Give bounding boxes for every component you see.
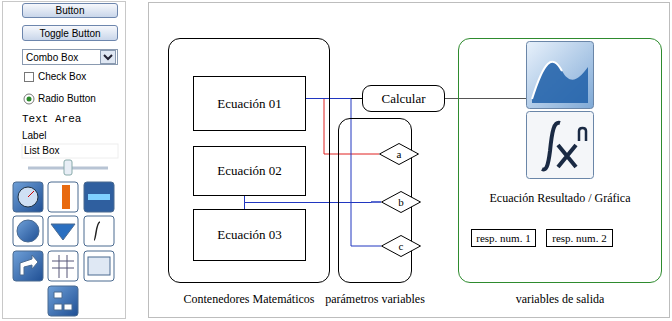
button-widget: Button [22,3,118,18]
container-group: Contenedores MatemáticosEcuación 01Ecuac… [168,38,330,283]
radio-dot [27,97,32,102]
output-group: variables de salidaEcuación Resultado / … [458,38,662,283]
checkbox-square [25,73,34,82]
radio-ring [24,94,34,104]
component-icons [13,182,114,316]
diamond-shape [382,192,421,213]
toggle-button-widget: Toggle Button [22,25,118,41]
node-label: Button [56,5,85,16]
calculate-button: Calcular [362,85,445,112]
combo-box-widget: Combo Box [22,49,118,65]
result-icons-art [526,41,594,179]
node-label: Combo Box [26,52,78,63]
result-graph-icons: Ecuación Resultado / Gráfica [526,41,594,179]
exponent-glyph [579,128,586,141]
widget-label: Text Area [22,113,81,125]
canvas-frame [149,3,670,318]
node-label: c [399,240,404,252]
parameter-diamond: c [381,235,421,257]
node-label: Toggle Button [39,28,100,39]
equation-box: Ecuación 03 [193,209,306,261]
list-box-field [22,144,118,158]
dropdown-arrow [100,50,116,64]
connector-line [245,196,382,203]
node-label: Ecuación 01 [217,96,282,112]
widget-label: Check Box [38,71,86,82]
node-label: Ecuación 02 [217,163,282,179]
slider-thumb [64,160,72,175]
numeric-output-box: resp. num. 1 [471,229,536,247]
parameter-diamond: b [381,191,421,213]
group-caption: Contenedores Matemáticos [184,292,315,307]
node-label: resp. num. 2 [552,232,606,244]
x-glyph [558,145,576,167]
widget-label: List Box [24,145,60,156]
diamond-shape [382,236,421,257]
palette-frame [3,2,126,319]
numeric-output-box: resp. num. 2 [546,229,613,247]
equation-box: Ecuación 02 [193,146,306,196]
equation-icon [527,112,594,179]
group-caption: parámetros variables [325,292,425,307]
widget-label: Radio Button [38,93,96,104]
graph-surface [532,62,588,103]
node-label: Ecuación 03 [217,227,282,243]
node-label: resp. num. 1 [476,232,530,244]
widget-label: Label [22,130,46,141]
node-label: Calcular [381,91,425,107]
equation-box: Ecuación 01 [193,76,306,131]
node-label: a [397,148,402,160]
group-caption: variables de salida [516,292,605,307]
parameter-group: parámetros variablesabc [338,118,412,283]
graph-icon [527,42,594,109]
group-caption: Ecuación Resultado / Gráfica [490,191,631,206]
diamond-shape [380,144,419,165]
graph-curve [532,62,562,99]
connector-line [306,99,381,247]
connector-line [245,202,382,209]
node-label: b [398,196,404,208]
parameter-diamond: a [379,143,419,165]
